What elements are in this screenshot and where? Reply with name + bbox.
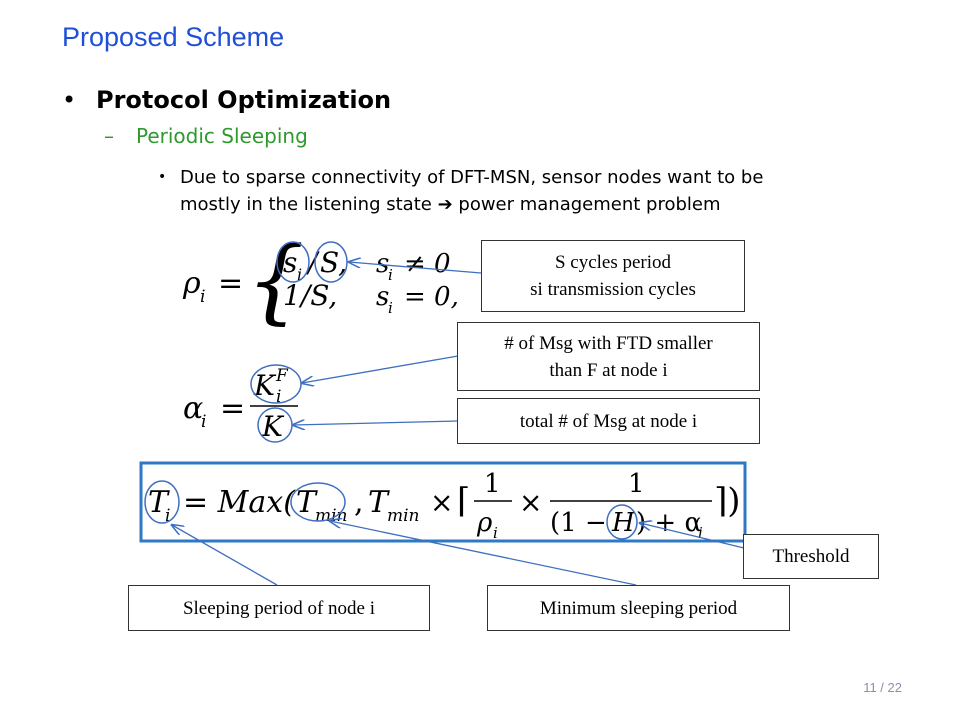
rho-case1-cond: s [376,249,389,279]
arrow-s-cycles [349,262,482,274]
T-f2-den-sub: i [698,524,703,542]
T-lhs: T [148,485,170,520]
alpha-den: K [261,410,285,443]
annotation-sleep-period: Sleeping period of node i [128,585,430,631]
body-bullet-dot: • [158,169,167,185]
arrow-msg-ftd [302,355,459,383]
rho-eq: = [218,266,243,301]
S-highlight-circle [314,241,348,283]
T-tmin1: T [296,485,318,520]
rho-lhs-sub: i [200,287,205,307]
alpha-eq: = [220,391,245,426]
annotation-threshold-text: Threshold [772,546,850,567]
T-equation-highlight-box [139,461,747,543]
T-lhs-sub: i [165,506,170,526]
sub-bullet-dash: – [104,124,114,148]
rho-lhs: ρ [182,266,201,301]
alpha-num-sup: F [275,366,289,386]
alpha-num: K [253,369,277,402]
rho-case2-cond-sub: i [388,299,393,317]
annotation-threshold: Threshold [743,534,879,579]
T-f2-den-b: ) + α [636,508,702,538]
body-line-2b-text: power management problem [458,194,721,215]
si-highlight-circle [276,241,310,283]
rho-case1-rel: ≠ 0 [404,249,451,279]
arrow-threshold [640,523,745,549]
Ti-highlight-circle [144,480,180,524]
T-ceil-right: ⌉) [714,481,741,521]
T-f2-num: 1 [628,469,645,499]
arrow-sleep-period [172,525,278,586]
annotation-min-sleep: Minimum sleeping period [487,585,790,631]
alpha-lhs: α [183,391,203,426]
T-f1-num: 1 [484,469,501,499]
rho-case2-cond: s [376,282,389,312]
annotation-msg-ftd-line2: than F at node i [549,359,668,381]
annotation-total-msg: total # of Msg at node i [457,398,760,444]
T-f2-den-a: (1 − [550,508,607,538]
body-line-2: mostly in the listening state ➔ power ma… [180,191,721,218]
rho-case2-rel: = 0, [404,282,459,312]
arrow-icon: ➔ [437,194,453,215]
page-number: 11 / 22 [863,680,902,695]
T-max: = Max( [183,485,296,520]
alpha-lhs-sub: i [201,412,206,432]
T-times: × [430,486,453,519]
T-f1-den: ρ [476,508,493,538]
T-ceil-left: ⌈ [457,481,470,521]
annotation-sleep-period-text: Sleeping period of node i [182,597,376,619]
body-line-1: Due to sparse connectivity of DFT-MSN, s… [180,167,764,188]
annotation-msg-ftd-line1: # of Msg with FTD smaller [504,332,713,354]
body-line-2-text: mostly in the listening state [180,194,432,215]
annotation-s-cycles-line1: S cycles period [554,252,672,273]
T-tmin2: T [368,485,390,520]
T-equation: T i = Max( T min , T min × ⌈ 1 ρ i × 1 (… [139,461,747,543]
sub-bullet-text: Periodic Sleeping [136,124,308,148]
alpha-equation: α i = K F i K [183,364,302,443]
annotation-msg-ftd: # of Msg with FTD smaller than F at node… [457,322,760,391]
rho-equation: ρ i = { s i / S, s i ≠ 0 1/S, s i = 0, [182,227,459,334]
annotation-total-msg-text: total # of Msg at node i [519,410,698,432]
Tmin-highlight-circle [290,482,346,522]
rho-case1-num: s [283,246,297,279]
annotation-min-sleep-text: Minimum sleeping period [539,597,738,619]
T-comma: , [354,485,364,520]
slide-title: Proposed Scheme [62,22,285,52]
alpha-num-sub: i [276,387,281,407]
rho-case1-cond-sub: i [388,266,393,284]
rho-case1-sub: i [297,265,302,284]
bullet-dot: • [62,86,77,114]
T-f2-den-h: H [611,508,636,538]
T-tmin2-sub: min [387,506,420,526]
rho-brace: { [246,227,305,334]
H-highlight-circle [606,504,638,540]
rho-case2-expr: 1/S, [283,279,337,312]
bullet-text: Protocol Optimization [96,86,392,114]
T-times2: × [519,486,542,519]
annotation-s-cycles-line2: si transmission cycles [530,279,696,300]
annotation-s-cycles: S cycles period si transmission cycles [481,240,745,312]
T-f1-den-sub: i [493,524,498,542]
arrow-min-sleep [330,521,637,586]
rho-case1-den: S, [320,246,347,279]
arrow-total-msg [293,421,459,425]
